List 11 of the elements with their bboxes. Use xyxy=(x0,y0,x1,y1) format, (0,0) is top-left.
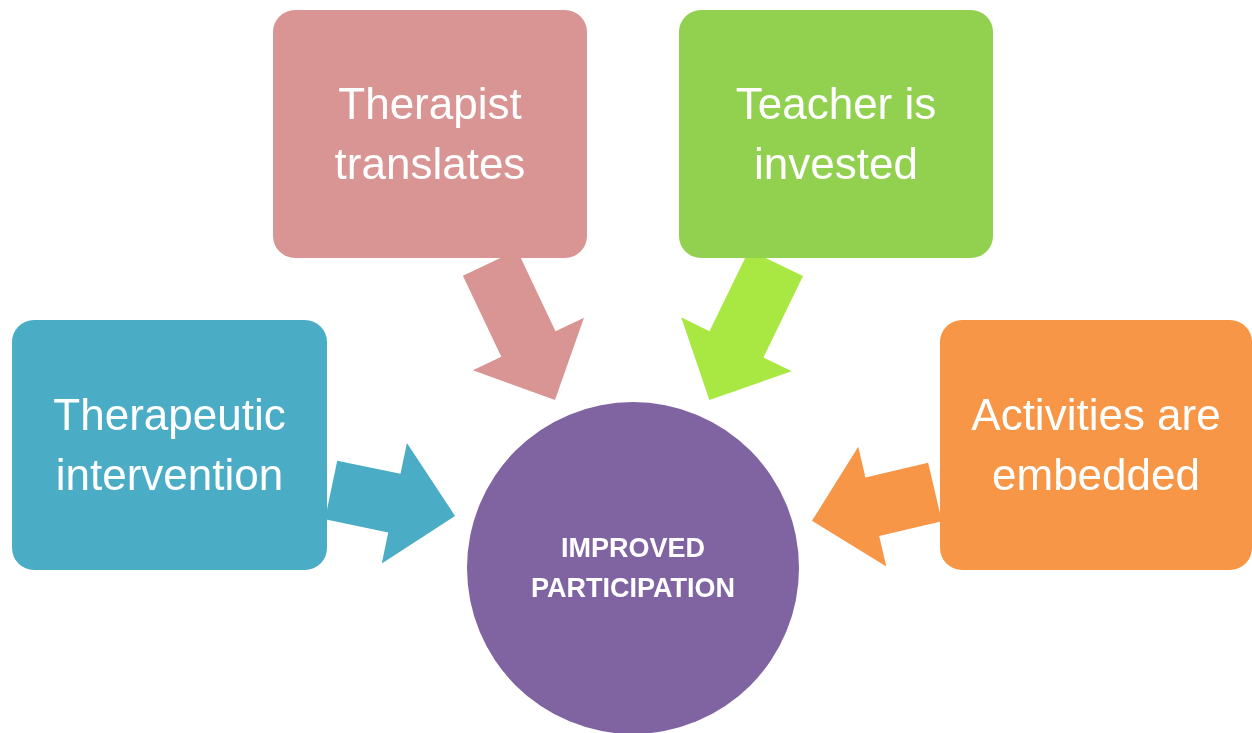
factor-box xyxy=(273,10,587,258)
outcome-label: IMPROVED PARTICIPATION xyxy=(530,532,736,605)
factor-box xyxy=(679,10,993,258)
factor-label: Therapeutic intervention xyxy=(52,389,287,501)
factor-label: Therapist translates xyxy=(333,78,527,190)
factor-box xyxy=(12,320,327,570)
factor-label: Teacher is invested xyxy=(734,78,938,190)
factor-box xyxy=(940,320,1252,570)
block-arrow xyxy=(811,446,942,567)
factor-label: Activities are embedded xyxy=(970,389,1222,501)
block-arrow xyxy=(324,443,456,564)
